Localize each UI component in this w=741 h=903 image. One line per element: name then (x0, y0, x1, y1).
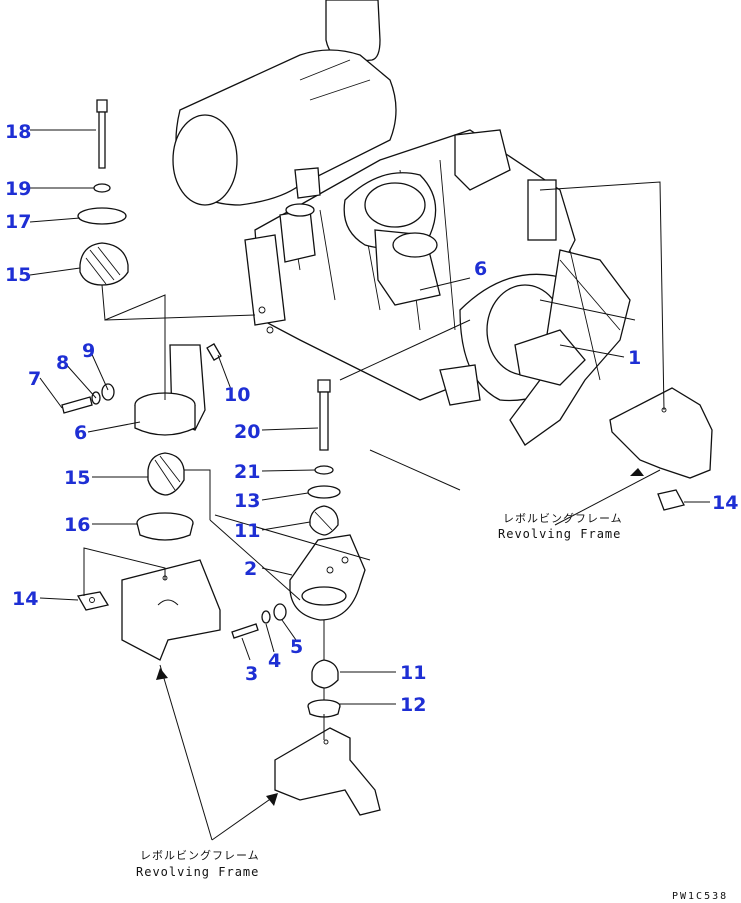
callout-13: 13 (234, 490, 260, 512)
revolving-frame-label-bottom-jp: レボルビングフレーム (140, 848, 260, 862)
center-mount-parts (231, 379, 381, 816)
callout-6-right: 6 (474, 258, 487, 280)
callout-9: 9 (82, 340, 95, 362)
callout-7: 7 (28, 368, 41, 390)
engine-assembly (172, 0, 636, 446)
callout-11-lower: 11 (400, 662, 426, 684)
callout-1: 1 (628, 347, 641, 369)
leader-lines (29, 129, 710, 841)
callout-2: 2 (244, 558, 257, 580)
revolving-frame-label-bottom-en: Revolving Frame (136, 865, 259, 879)
callout-4: 4 (268, 650, 281, 672)
revolving-frame-label-right-en: Revolving Frame (498, 527, 621, 541)
callout-6-left: 6 (74, 422, 87, 444)
callout-10: 10 (224, 384, 250, 406)
callout-11-upper: 11 (234, 520, 260, 542)
callout-numbers: 18 19 17 15 9 8 7 6 15 16 14 10 20 21 13… (5, 121, 738, 716)
revolving-frame-label-right-jp: レボルビングフレーム (503, 511, 623, 525)
callout-16: 16 (64, 514, 90, 536)
right-mount-parts (609, 387, 713, 511)
callout-15-top: 15 (5, 264, 31, 286)
callout-20: 20 (234, 421, 260, 443)
callout-18: 18 (5, 121, 31, 143)
callout-12: 12 (400, 694, 426, 716)
frame-labels: レボルビングフレーム Revolving Frame レボルビングフレーム Re… (136, 511, 623, 879)
callout-19: 19 (5, 178, 31, 200)
callout-17: 17 (5, 211, 31, 233)
left-mount-parts (61, 99, 222, 661)
drawing-code: PW1C538 (672, 891, 728, 902)
callout-21: 21 (234, 461, 260, 483)
callout-8: 8 (56, 352, 69, 374)
callout-14-right: 14 (712, 492, 738, 514)
callout-14-left: 14 (12, 588, 38, 610)
frame-arrows (156, 468, 644, 806)
callout-5: 5 (290, 636, 303, 658)
callout-15-bottom: 15 (64, 467, 90, 489)
callout-3: 3 (245, 663, 258, 685)
